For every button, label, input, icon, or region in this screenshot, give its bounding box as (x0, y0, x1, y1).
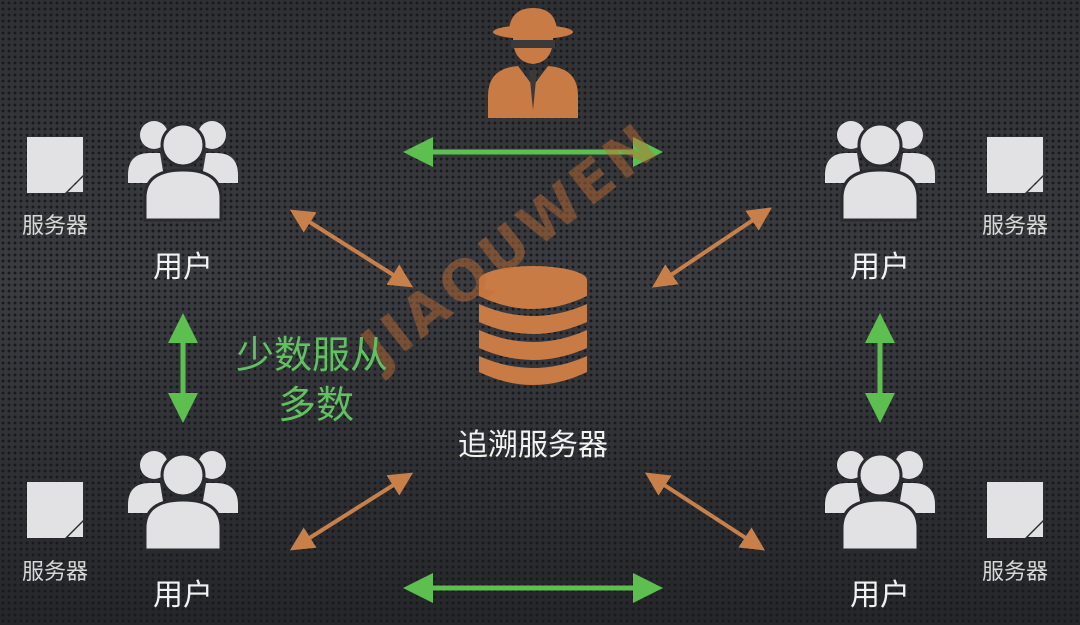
server-label: 服务器 (981, 560, 1049, 585)
server-arrows (289, 207, 772, 551)
arrow-tl (289, 209, 414, 288)
users-icon (823, 119, 937, 222)
users-icon (126, 449, 240, 552)
server-doc-icon (27, 482, 83, 538)
database-icon (479, 266, 587, 385)
trace-server-label: 追溯服务器 (458, 428, 608, 463)
users-icon (126, 119, 240, 222)
server-label: 服务器 (21, 214, 89, 239)
user-label: 用户 (153, 578, 213, 613)
server-label: 服务器 (21, 560, 89, 585)
majority-text-line2: 多数 (278, 383, 355, 427)
user-label: 用户 (850, 578, 910, 613)
spy-icon (488, 8, 578, 118)
arrow-bl (289, 472, 414, 551)
majority-text-line1: 少数服从 (236, 333, 389, 377)
server-doc-icon (987, 482, 1043, 538)
server-doc-icon (27, 137, 83, 193)
server-doc-icon (987, 137, 1043, 193)
user-label: 用户 (850, 250, 910, 285)
arrow-br (644, 472, 766, 551)
users-icon (823, 449, 937, 552)
majority-arrows (168, 137, 895, 603)
server-label: 服务器 (981, 214, 1049, 239)
arrow-tr (652, 207, 772, 288)
user-label: 用户 (153, 250, 213, 285)
